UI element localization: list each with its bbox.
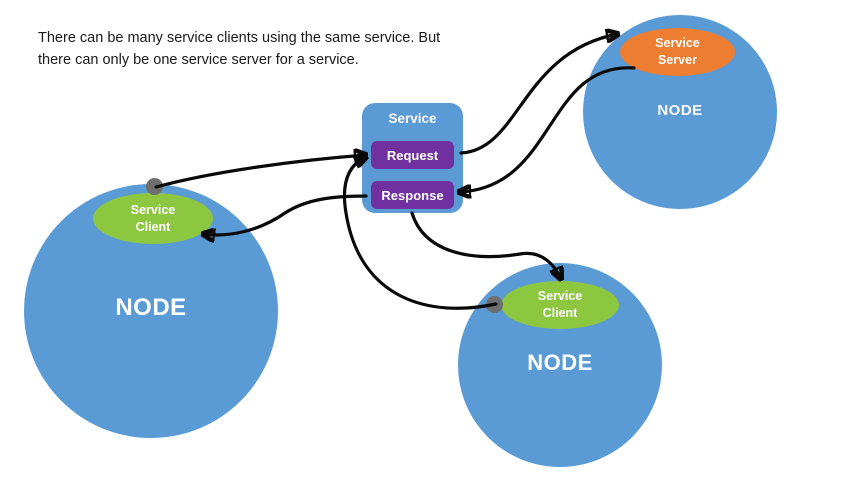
node-left-service-client[interactable]: Service Client	[93, 193, 213, 244]
service-title: Service	[388, 111, 437, 126]
node-left-service-client-line1: Service	[130, 202, 176, 217]
service-server-line2: Server	[658, 53, 697, 67]
node-bottom-right-label: NODE	[527, 350, 593, 375]
caption-text: There can be many service clients using …	[38, 30, 441, 69]
service-box[interactable]: Service Request Response	[362, 103, 463, 213]
node-bottom-right-connection-dot[interactable]	[486, 296, 503, 313]
node-bottom-right-service-client-line2: Client	[542, 306, 578, 320]
node-left-connection-dot[interactable]	[146, 178, 163, 195]
node-left-service-client-line2: Client	[135, 219, 171, 234]
node-bottom-right-service-client-line1: Service	[537, 289, 583, 304]
service-response-slot[interactable]: Response	[371, 181, 454, 209]
node-left-label: NODE	[115, 294, 187, 321]
node-bottom-right-service-client[interactable]: Service Client	[501, 281, 619, 329]
arrow-client-left-to-request	[154, 155, 366, 189]
node-top-right-service-server[interactable]: Service Server	[620, 28, 735, 76]
node-top-right-label: NODE	[657, 102, 703, 119]
service-request-slot[interactable]: Request	[371, 141, 454, 169]
service-server-line1: Service	[655, 36, 700, 51]
